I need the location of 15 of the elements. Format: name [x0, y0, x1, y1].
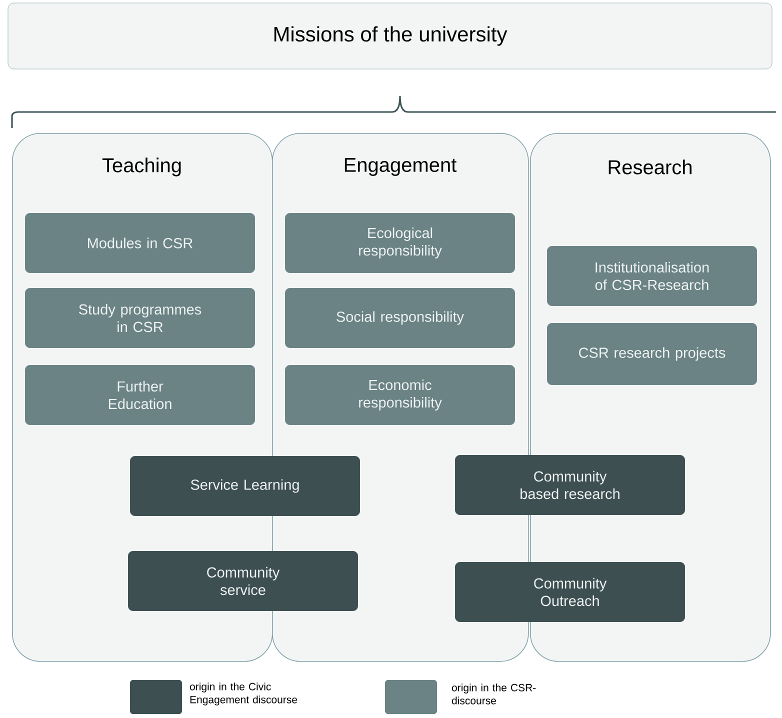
item-box: Service Learning	[130, 456, 360, 516]
item-box: Further Education	[25, 365, 255, 425]
legend-text: origin in the Civic Engagement discourse	[190, 682, 298, 706]
item-box: Social responsibility	[285, 288, 515, 348]
legend-text: origin in the CSR-discourse	[452, 684, 536, 704]
item-box: Institutionalisation of CSR-Research	[547, 246, 757, 306]
item-box: Ecological responsibility	[285, 213, 515, 273]
item-box: Community service	[128, 551, 358, 611]
item-box: Community based research	[455, 455, 685, 515]
item-box: Economic responsibility	[285, 365, 515, 425]
title-box: Missions of the university	[8, 2, 772, 70]
item-box: Study programmes in CSR	[25, 288, 255, 348]
item-box: CSR research projects	[547, 323, 757, 385]
item-box: Modules in CSR	[25, 213, 255, 273]
item-box: Community Outreach	[455, 562, 685, 622]
